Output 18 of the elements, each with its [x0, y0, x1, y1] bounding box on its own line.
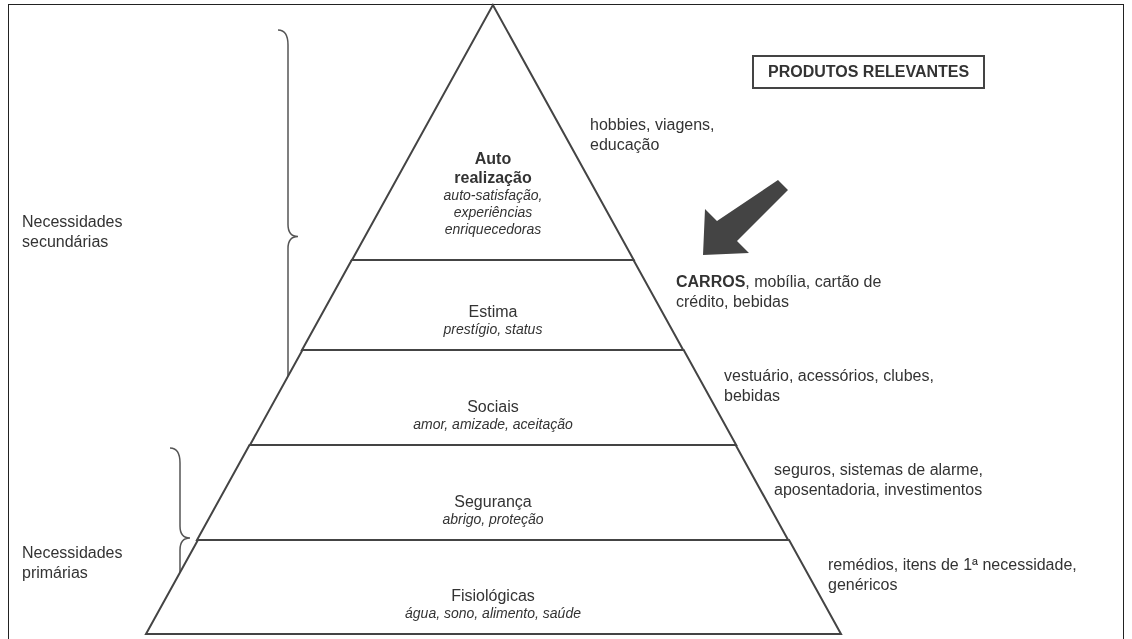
heading-box: PRODUTOS RELEVANTES	[752, 55, 986, 89]
product-list: vestuário, acessórios, clubes, bebidas	[724, 366, 964, 406]
level-examples: água, sono, alimento, saúde	[405, 605, 581, 622]
level-title: Auto realização	[453, 149, 533, 187]
product-list: hobbies, viagens, educação	[590, 115, 740, 155]
level-examples: auto-satisfação, experiências enriquecedoras	[442, 187, 544, 238]
level-examples: abrigo, proteção	[442, 511, 544, 528]
group-label: Necessidades secundárias	[22, 212, 124, 252]
level-title: Estima	[468, 302, 518, 321]
product-list: CARROS, mobília, cartão de crédito, bebidas	[676, 272, 891, 312]
level-title: Segurança	[454, 492, 532, 511]
level-examples: amor, amizade, aceitação	[413, 416, 573, 433]
level-title: Fisiológicas	[451, 586, 535, 605]
level-examples: prestígio, status	[443, 321, 543, 338]
product-list: remédios, itens de 1ª necessidade, genéricos	[828, 555, 1113, 595]
product-list: seguros, sistemas de alarme, aposentadoria, investimentos	[774, 460, 1014, 500]
level-title: Sociais	[467, 397, 519, 416]
group-label: Necessidades primárias	[22, 543, 124, 583]
